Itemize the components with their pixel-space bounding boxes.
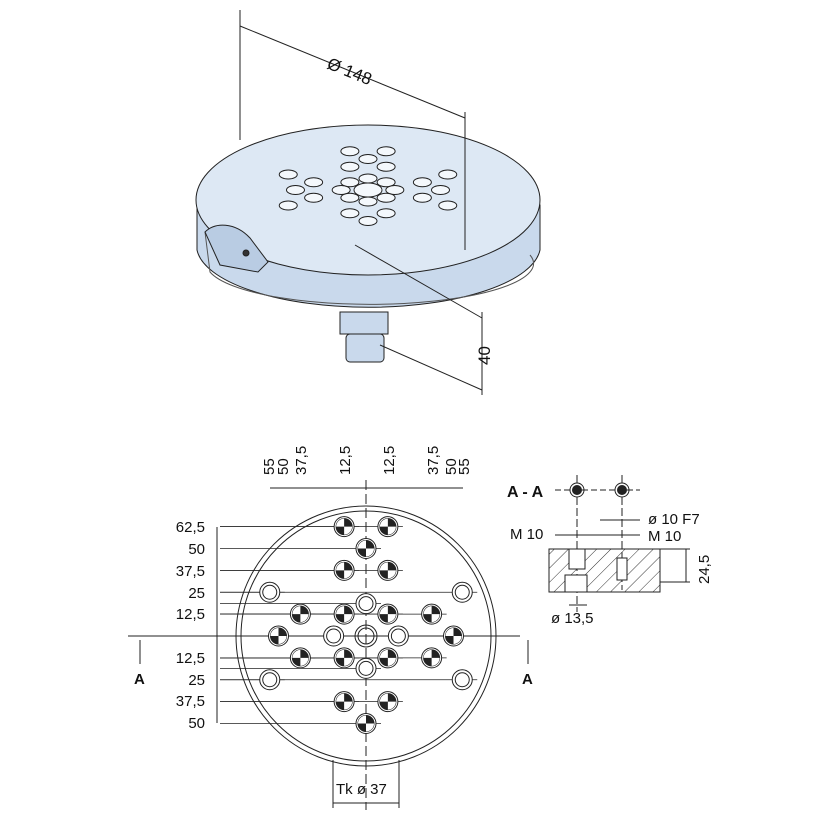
iso-hole [358,216,378,226]
diameter-label: Ø 148 [325,54,375,89]
row-dim: 50 [188,715,205,732]
section-mark-left: A [134,671,145,688]
row-dim: 37,5 [176,693,205,710]
iso-hole [412,192,432,203]
fit-hole [358,660,374,676]
fit-hole [358,596,374,612]
iso-hole [278,169,298,180]
fit-label: ø 10 F7 [648,511,700,528]
section-view [548,475,690,612]
iso-hole [358,154,378,164]
hole-quadrant [270,628,287,644]
row-dim: 12,5 [176,606,205,623]
iso-hole [438,169,458,180]
iso-hole [412,177,432,188]
fit-hole [454,672,470,688]
iso-view [195,10,541,395]
iso-hole [358,173,378,184]
iso-hole [431,185,450,195]
section-height-label: 24,5 [696,555,713,584]
iso-hole [340,192,360,203]
iso-hole [278,200,298,211]
counterbore-label: ø 13,5 [551,610,594,627]
hole-quadrant [379,518,396,535]
iso-hole [340,208,360,219]
hole-quadrant [358,540,374,557]
top-dim: 50 [443,458,460,475]
row-dim: 50 [188,541,205,558]
iso-hole [331,185,351,195]
thread-left-label: M 10 [510,526,543,543]
hole-quadrant [336,693,353,710]
hole-quadrant [423,606,440,623]
center-bore [354,624,378,648]
thread-right-label: M 10 [648,528,681,545]
iso-hole [438,200,458,211]
iso-hole [376,177,396,188]
fit-hole [454,584,470,600]
section-mark-right: A [522,671,533,688]
top-dim: 12,5 [381,446,398,475]
hole-quadrant [379,606,396,623]
plan-view [128,480,529,810]
iso-hole [304,177,324,188]
row-dim: 12,5 [176,650,205,667]
iso-hole [340,161,360,172]
section-title: A - A [507,484,544,501]
row-dim: 62,5 [176,519,205,536]
iso-hole [385,185,405,195]
hole-quadrant [336,562,353,579]
iso-hole [376,161,396,172]
height-label: 40 [475,346,494,365]
iso-hole [376,192,396,203]
iso-hole [340,146,360,157]
iso-hole [376,146,396,157]
hole-quadrant [379,693,396,710]
iso-center-bore [353,182,383,198]
fit-hole [262,672,278,688]
hole-quadrant [336,606,353,623]
iso-hole [376,208,396,219]
row-dim: 37,5 [176,563,205,580]
top-dim: 50 [275,458,292,475]
shank [339,311,389,335]
row-dim: 25 [188,585,205,602]
hole-quadrant [423,649,440,666]
top-dimension-labels: 55 50 37,5 12,5 12,5 37,5 50 55 [261,446,473,475]
hole-quadrant [336,649,353,666]
hole-quadrant [379,562,396,579]
top-dim: 12,5 [337,446,354,475]
hole-quadrant [379,649,396,666]
iso-hole [286,185,305,195]
hole-quadrant [336,518,353,535]
fit-hole [326,628,342,644]
top-dim: 55 [261,458,278,475]
bolt-circle-label: Tk ø 37 [336,781,387,798]
hole-quadrant [358,715,374,732]
row-dimension-labels: 62,5 50 37,5 25 12,5 12,5 25 37,5 50 [176,519,205,732]
hole-quadrant [292,649,309,666]
iso-hole [340,177,360,188]
top-dim: 55 [456,458,473,475]
iso-hole [358,196,378,207]
iso-hole [304,192,324,203]
fit-hole [390,628,406,644]
top-dim: 37,5 [425,446,442,475]
top-dim: 37,5 [293,446,310,475]
row-dim: 25 [188,672,205,689]
hole-quadrant [292,606,309,623]
hole-quadrant [445,628,462,644]
fit-hole [262,584,278,600]
center-bore-inner [357,627,375,645]
